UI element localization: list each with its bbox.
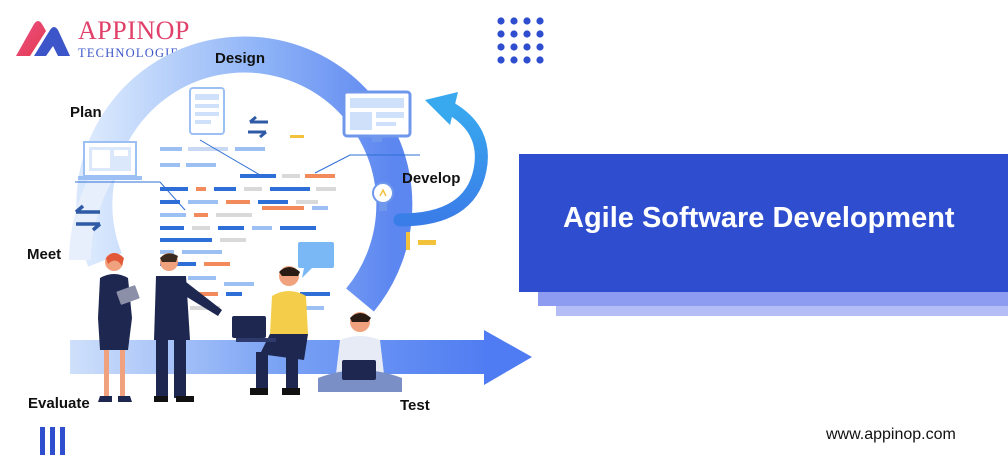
swap-arrows-icon — [248, 115, 268, 139]
dash-mark — [158, 118, 174, 121]
chat-bubble-icon — [298, 242, 334, 278]
stage-label-design: Design — [215, 50, 266, 67]
stage-label-meet: Meet — [27, 246, 62, 263]
banner-title: Agile Software Development — [563, 202, 955, 234]
logo-name: APPINOP — [78, 16, 190, 45]
agile-cycle-illustration — [69, 36, 532, 402]
lightbulb-icon — [372, 182, 394, 211]
develop-monitor-icon — [342, 90, 412, 142]
develop-curved-arrow — [393, 92, 488, 227]
plan-laptop-icon — [78, 141, 142, 180]
company-logo: APPINOP TECHNOLOGIES — [12, 14, 212, 62]
stage-label-plan: Plan — [70, 104, 102, 121]
person-man-pointing — [154, 253, 222, 402]
stage-label-test: Test — [400, 397, 430, 414]
design-tablet-icon — [189, 87, 225, 135]
stage-label-develop: Develop — [402, 170, 461, 187]
title-banner: Agile Software Development — [519, 154, 1008, 292]
website-url: www.appinop.com — [826, 426, 956, 443]
person-man-sitting — [318, 312, 402, 392]
logo-mark-icon — [16, 21, 70, 56]
yellow-marks — [290, 135, 436, 250]
person-man-with-laptop — [232, 266, 308, 395]
connector-lines — [75, 139, 420, 211]
bars-decoration — [40, 427, 68, 457]
stage-label-evaluate: Evaluate — [28, 395, 90, 412]
swap-arrows-left-icon — [74, 204, 102, 232]
banner-shadow — [538, 292, 1008, 306]
dot-grid-decoration — [497, 17, 544, 64]
logo-subtitle: TECHNOLOGIES — [78, 46, 188, 60]
person-woman-with-tablet — [98, 253, 140, 402]
